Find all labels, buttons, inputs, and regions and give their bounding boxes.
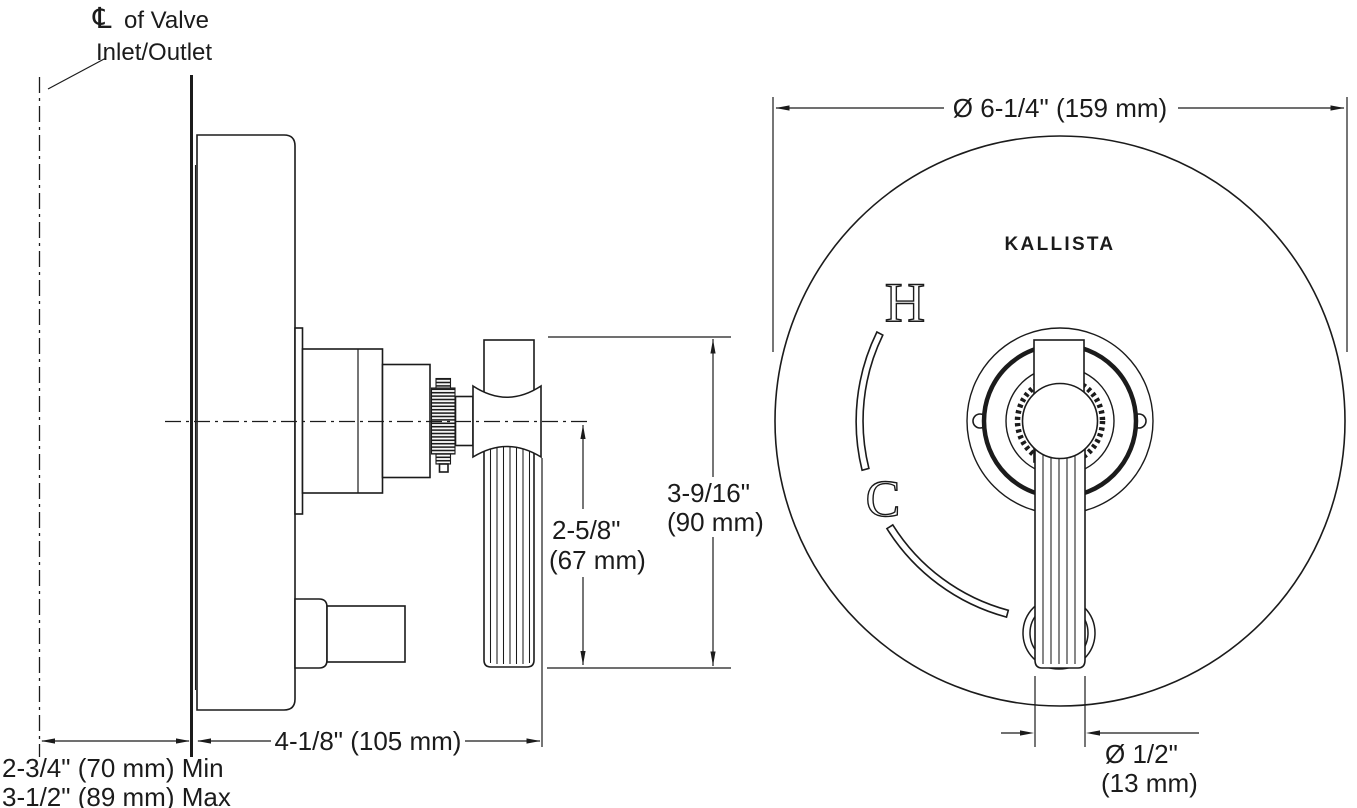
dimension-handle-length: 2-5/8" (67 mm) xyxy=(549,425,646,665)
arrowhead-left xyxy=(197,738,211,744)
brand-logo: KALLISTA xyxy=(1005,234,1116,255)
dimension-depth: 4-1/8" (105 mm) xyxy=(197,458,543,756)
fluted-handle-front xyxy=(1034,429,1086,669)
note-leader-line xyxy=(47,57,107,90)
handle-stem-side xyxy=(483,339,535,403)
dimension-text-line1: 3-9/16" xyxy=(667,478,750,508)
dimension-overall-height: 3-9/16" (90 mm) xyxy=(547,336,764,669)
dimension-handle-diameter: Ø 1/2" (13 mm) xyxy=(1001,676,1199,798)
cold-indicator-label: C xyxy=(866,471,901,528)
hub-cap-circle xyxy=(1021,382,1099,460)
arrowhead-right xyxy=(1330,105,1345,111)
dimension-text: 4-1/8" (105 mm) xyxy=(275,726,462,756)
lower-outlet-stub xyxy=(326,605,406,663)
centerline-note: ℄ of Valve Inlet/Outlet xyxy=(92,1,212,66)
lower-outlet-inner xyxy=(294,598,328,669)
fluted-handle-side xyxy=(483,437,535,668)
arrowhead-left xyxy=(41,738,55,744)
extension-lines xyxy=(1034,676,1086,747)
arrowhead-right xyxy=(526,738,541,744)
arrowhead-down xyxy=(580,651,586,665)
trim-plate-profile xyxy=(196,134,296,711)
temperature-arc-upper xyxy=(855,330,884,472)
dimension-wall-to-center: 2-3/4" (70 mm) Min 3-1/2" (89 mm) Max xyxy=(2,738,231,808)
front-view: KALLISTA H C xyxy=(774,135,1346,707)
hot-indicator-label: H xyxy=(885,272,925,334)
arrowhead-up xyxy=(580,425,586,439)
dimension-text-min: 2-3/4" (70 mm) Min xyxy=(2,753,224,783)
dimension-text-line2: (13 mm) xyxy=(1101,768,1198,798)
note-line2: Inlet/Outlet xyxy=(96,39,212,66)
arrowhead-right xyxy=(1020,730,1034,736)
dimension-text-line1: Ø 1/2" xyxy=(1105,739,1178,769)
centerline-symbol: ℄ xyxy=(92,1,112,35)
side-view xyxy=(38,57,592,757)
arrowhead-left xyxy=(775,105,790,111)
handle-flutes-side xyxy=(489,443,531,664)
dimension-text-line2: (67 mm) xyxy=(549,545,646,575)
arrowhead-down xyxy=(710,651,716,666)
temperature-arc-lower xyxy=(885,523,1010,619)
note-line1: of Valve xyxy=(124,7,209,34)
dimension-text-max: 3-1/2" (89 mm) Max xyxy=(2,782,231,808)
arrowhead-left xyxy=(1086,730,1100,736)
dimension-text-line1: 2-5/8" xyxy=(552,515,621,545)
dimension-text: Ø 6-1/4" (159 mm) xyxy=(953,93,1167,123)
arrowhead-up xyxy=(710,339,716,354)
dimension-text-line2: (90 mm) xyxy=(667,507,764,537)
arrowhead-right xyxy=(176,738,190,744)
dimension-plate-diameter: Ø 6-1/4" (159 mm) xyxy=(772,93,1348,352)
handle-flutes-front xyxy=(1042,434,1076,664)
trim-plate-circle xyxy=(774,135,1346,707)
